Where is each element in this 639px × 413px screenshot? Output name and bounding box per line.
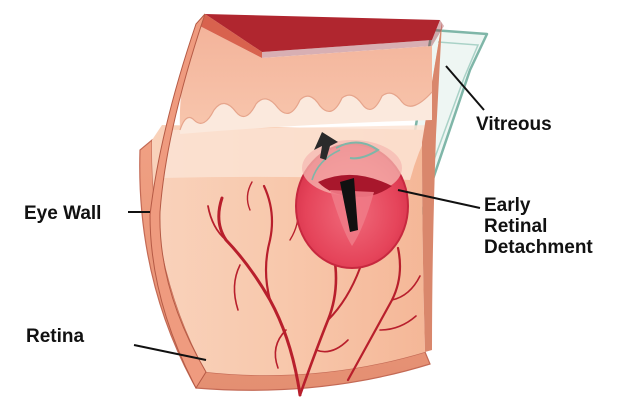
eye-wall-label: Eye Wall: [24, 203, 101, 224]
vitreous-label: Vitreous: [476, 114, 552, 135]
detachment-label-line-2: Retinal: [484, 216, 593, 237]
early-retinal-detachment-label: Early Retinal Detachment: [484, 195, 593, 258]
detachment-label-line-3: Detachment: [484, 237, 593, 258]
detachment-label-line-1: Early: [484, 195, 593, 216]
eye-wall-top-band: [180, 14, 444, 134]
retina-label: Retina: [26, 326, 84, 347]
